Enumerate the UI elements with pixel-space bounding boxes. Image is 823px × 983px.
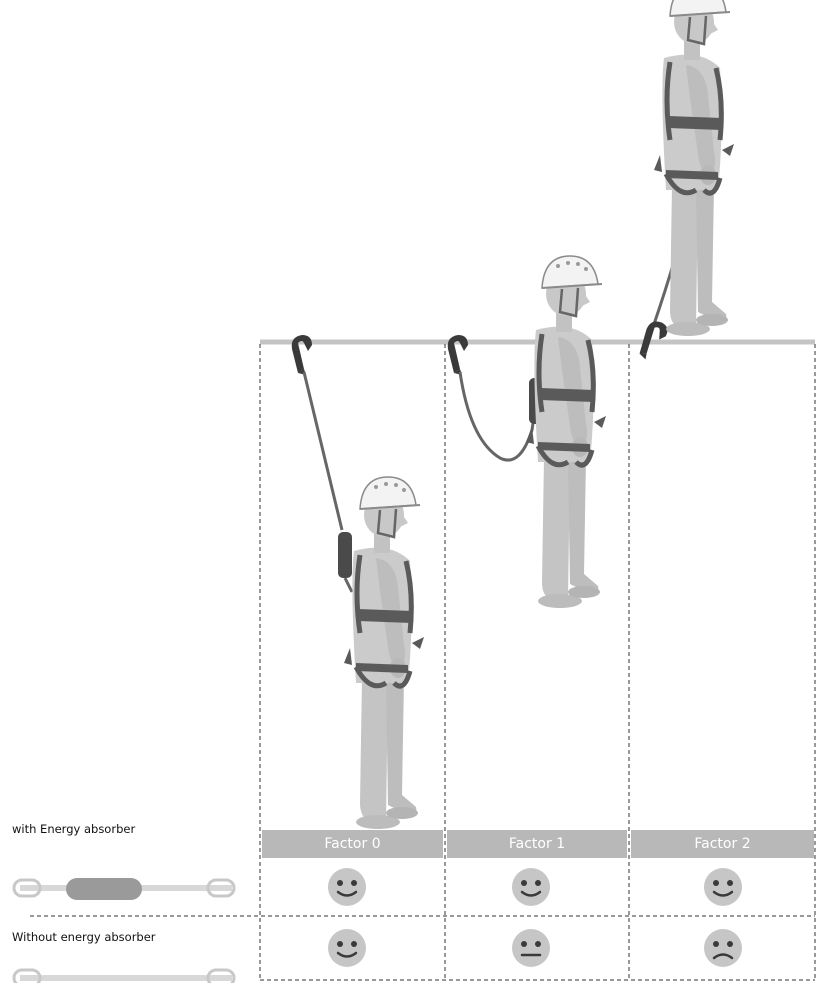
factor-2-label: Factor 2 [631, 830, 814, 858]
neutral-face-icon [512, 929, 550, 967]
with-absorber-label: with Energy absorber [12, 822, 135, 836]
sad-face-icon [704, 929, 742, 967]
factor-0-scene [292, 335, 424, 829]
happy-face-icon [328, 929, 366, 967]
lanyard-with-absorber-icon [14, 878, 234, 900]
worker-figure [526, 256, 606, 608]
factor-2-scene [633, 0, 734, 362]
factor-1-scene [448, 256, 606, 608]
without-absorber-label: Without energy absorber [12, 930, 156, 944]
worker-figure [344, 477, 424, 829]
carabiner-icon [448, 335, 468, 375]
lanyard-without-absorber-icon [14, 970, 234, 983]
factor-1-label: Factor 1 [447, 830, 627, 858]
factor-0-label: Factor 0 [262, 830, 443, 858]
energy-absorber-icon [338, 532, 352, 578]
happy-face-icon [704, 868, 742, 906]
faces-group [328, 868, 742, 967]
happy-face-icon [512, 868, 550, 906]
carabiner-icon [292, 335, 312, 375]
happy-face-icon [328, 868, 366, 906]
